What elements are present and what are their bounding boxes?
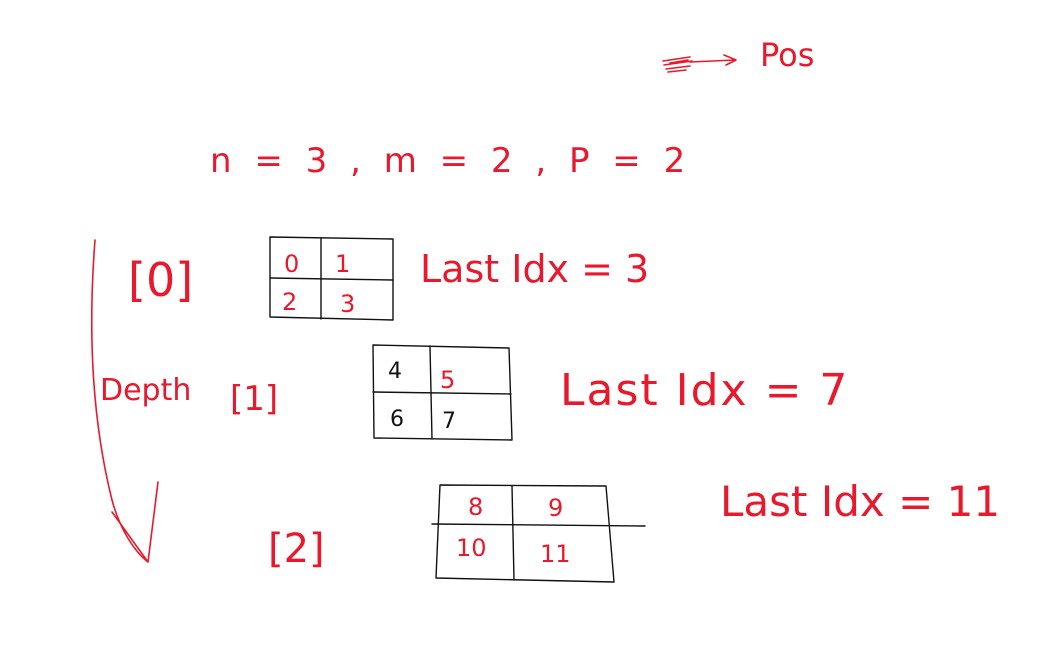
index-label-1: [1] <box>230 379 278 419</box>
grid-1-cell-2: 6 <box>390 407 404 432</box>
grid-2-cell-3: 11 <box>540 540 571 568</box>
grid-2: 8 9 10 11 <box>431 484 646 583</box>
params-line: n = 3 , m = 2 , P = 2 <box>210 141 691 181</box>
grid-0-divider-h <box>269 277 394 281</box>
grid-1-cell-0: 4 <box>388 359 402 384</box>
last-idx-2: Last Idx = 11 <box>720 477 1000 526</box>
arrow-to-pos <box>689 54 737 66</box>
index-label-2: [2] <box>268 526 325 572</box>
grid-0-cell-1: 1 <box>335 250 350 278</box>
pos-label: Pos <box>760 36 814 74</box>
grid-1-cell-1: 5 <box>440 366 455 394</box>
grid-2-divider-v <box>511 485 515 581</box>
depth-arrow <box>91 239 159 563</box>
grid-1-border <box>372 344 513 441</box>
grid-1: 4 5 6 7 <box>372 344 513 441</box>
grid-2-cell-1: 9 <box>548 494 563 522</box>
grid-1-cell-3: 7 <box>442 409 456 434</box>
grid-2-cell-2: 10 <box>456 534 487 562</box>
pos-note: Pos <box>662 36 814 74</box>
grid-2-border <box>435 484 615 583</box>
last-idx-1: Last Idx = 7 <box>560 365 849 416</box>
last-idx-0: Last Idx = 3 <box>420 247 649 291</box>
index-label-0: [0] <box>128 253 193 307</box>
grid-0-cell-3: 3 <box>340 290 355 318</box>
grid-0-cell-2: 2 <box>282 288 297 316</box>
grid-0-cell-0: 0 <box>284 250 299 278</box>
depth-label: Depth <box>100 373 191 408</box>
scribble-mark <box>662 56 693 73</box>
grid-2-divider-h <box>431 523 646 527</box>
grid-2-cell-0: 8 <box>468 493 483 521</box>
grid-0-border <box>269 236 394 321</box>
grid-0: 0 1 2 3 <box>269 236 394 321</box>
grid-1-divider-h <box>372 391 512 395</box>
